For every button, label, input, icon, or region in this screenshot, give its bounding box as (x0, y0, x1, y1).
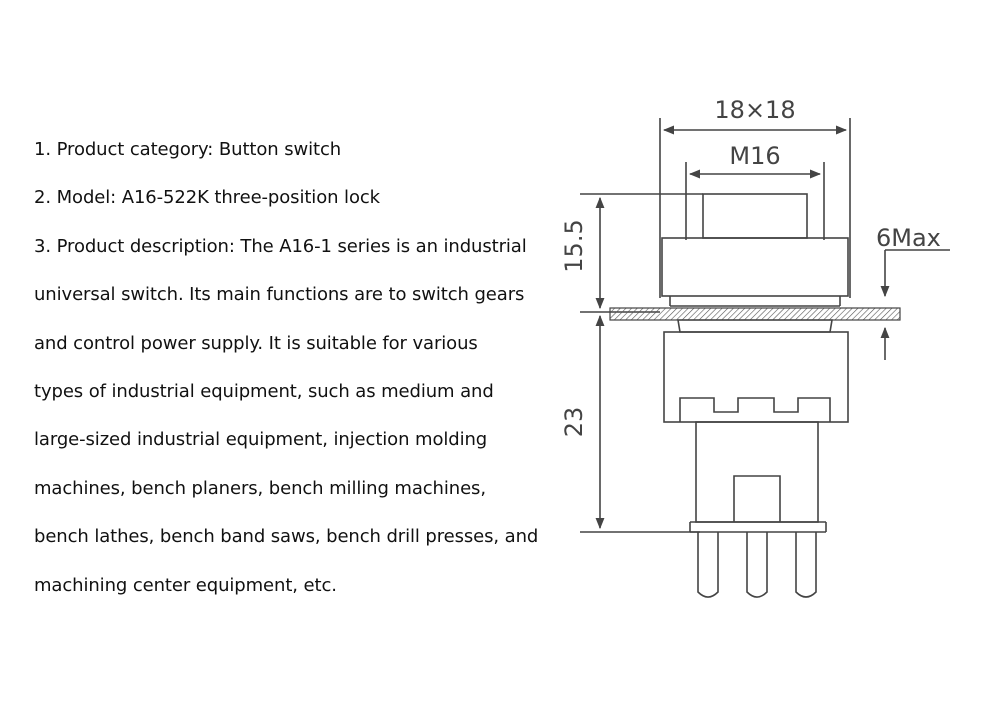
switch-head (661, 237, 849, 297)
actuator-key (702, 193, 808, 239)
spec-line-description: 3. Product description: The A16-1 series… (34, 235, 527, 257)
product-description: 1. Product category: Button switch 2. Mo… (34, 126, 544, 610)
terminal-pin (746, 532, 768, 598)
spec-line-model: 2. Model: A16-522K three-position lock (34, 187, 380, 209)
spec-line-category: 1. Product category: Button switch (34, 139, 342, 160)
mounting-panel (609, 307, 901, 321)
spec-line-description: bench lathes, bench band saws, bench dri… (34, 526, 539, 548)
spec-line-description: machining center equipment, etc. (34, 574, 337, 596)
dim-label-width: 18×18 (714, 96, 795, 124)
switch-body (663, 331, 849, 423)
spec-line-description: types of industrial equipment, such as m… (34, 380, 494, 402)
terminal-pin (795, 532, 817, 598)
dim-label-thread: M16 (729, 142, 780, 170)
spec-line-description: large-sized industrial equipment, inject… (34, 429, 488, 451)
dim-label-panel: 6Max (876, 224, 941, 252)
spec-line-description: and control power supply. It is suitable… (34, 332, 478, 354)
dim-label-body-height: 23 (560, 407, 588, 438)
dim-label-head-height: 15.5 (560, 219, 588, 272)
switch-dimension-drawing: 18×18 M16 6Max 15.5 23 (560, 96, 950, 598)
terminal-pin (697, 532, 719, 598)
switch-lower-housing (695, 421, 819, 523)
spec-line-description: machines, bench planers, bench milling m… (34, 477, 486, 499)
spec-line-description: universal switch. Its main functions are… (34, 284, 525, 306)
